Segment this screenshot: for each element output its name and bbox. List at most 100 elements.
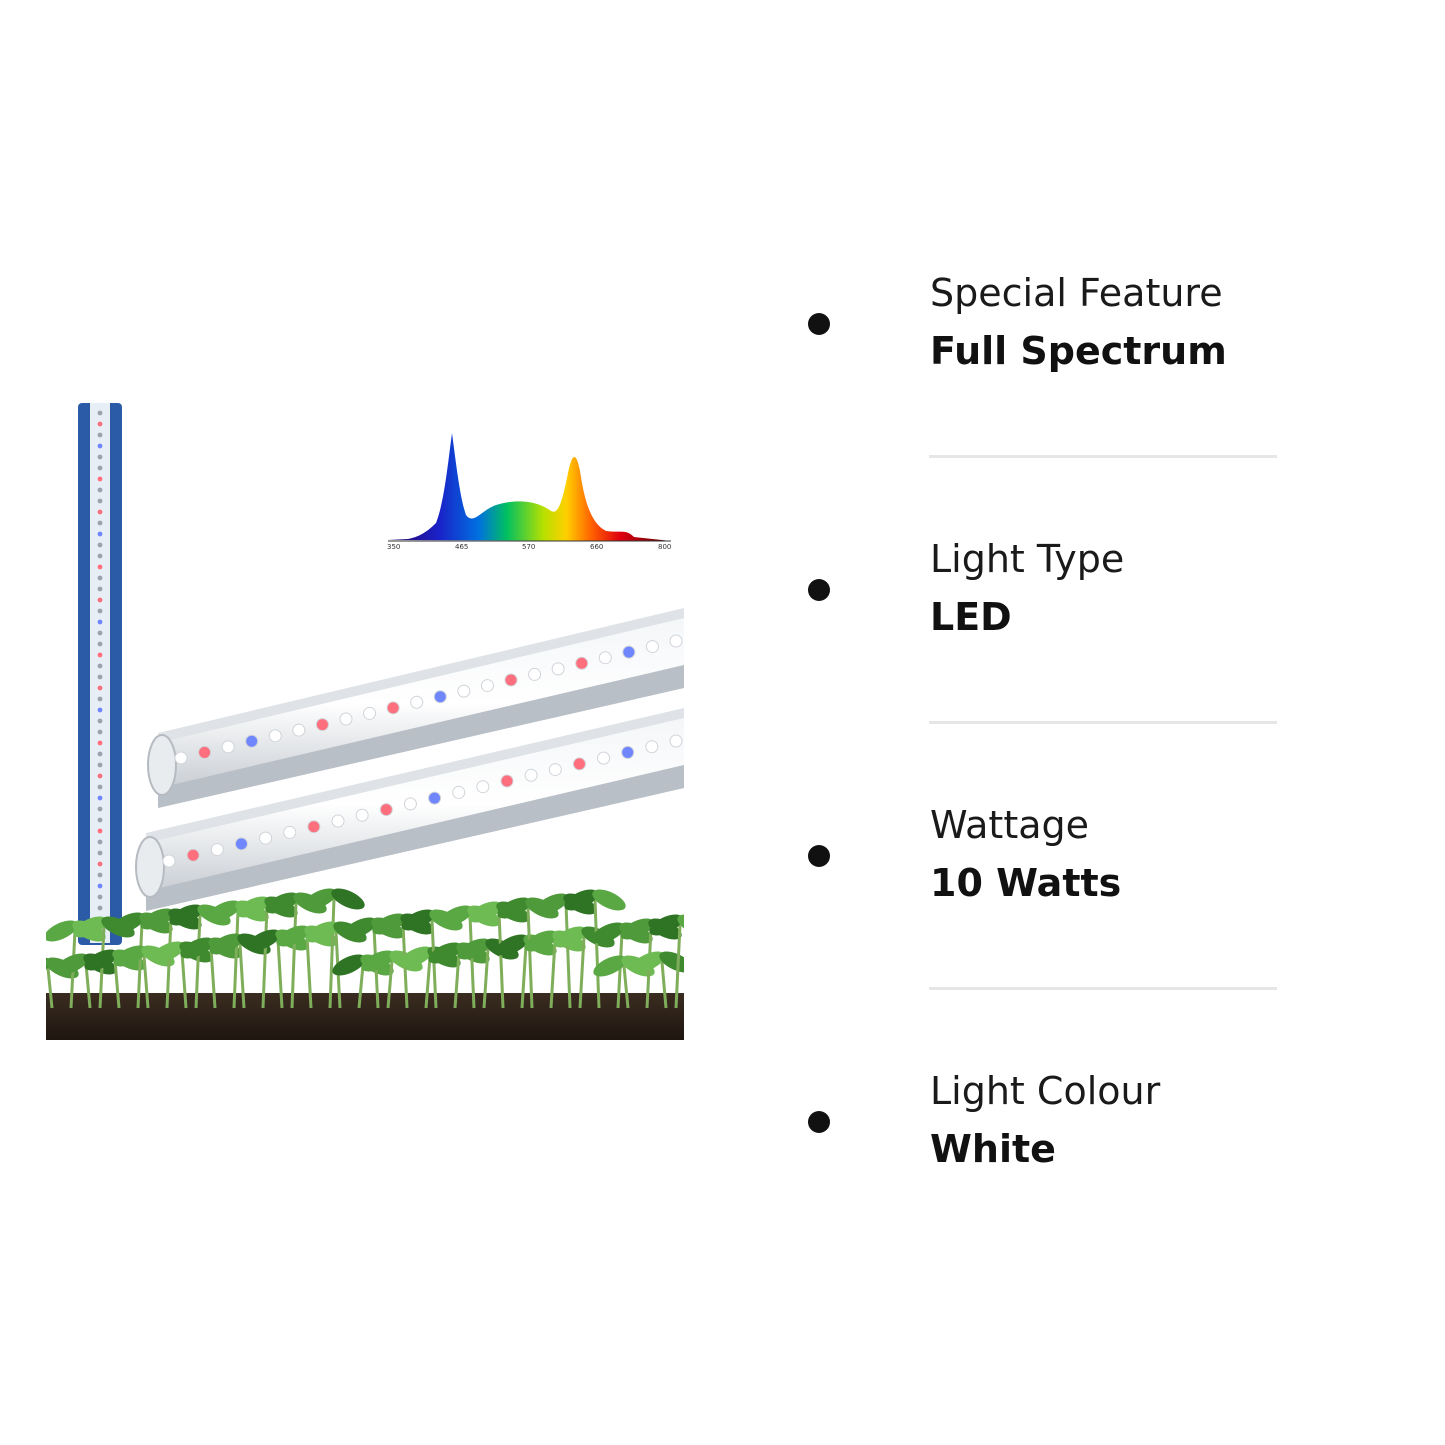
leaf	[180, 937, 214, 959]
bullet-icon	[808, 313, 830, 335]
divider	[929, 455, 1277, 458]
bullet-icon	[808, 1111, 830, 1133]
led-dot	[97, 465, 103, 471]
feature-value: White	[930, 1127, 1056, 1171]
stem	[328, 898, 336, 1009]
leaf	[111, 912, 145, 934]
led-dot	[97, 718, 103, 724]
led-dot	[645, 640, 659, 654]
feature-value: 10 Watts	[930, 861, 1122, 905]
led-dot	[97, 575, 103, 581]
divider	[929, 987, 1277, 990]
bullet-icon	[808, 845, 830, 867]
leaf	[151, 941, 185, 963]
led-dot	[339, 712, 353, 726]
feature-label: Special Feature	[930, 271, 1223, 315]
stem	[453, 952, 461, 1009]
leaf	[535, 893, 569, 915]
stem	[430, 919, 438, 1009]
led-dot	[621, 745, 635, 759]
led-dot	[245, 734, 259, 748]
stem	[674, 924, 682, 1009]
led-tube-upper	[147, 608, 684, 808]
leaf	[84, 949, 118, 971]
spectrum-tick: 660	[590, 543, 603, 551]
led-dot	[97, 641, 103, 647]
led-dot	[210, 843, 224, 857]
led-dot	[97, 432, 103, 438]
leaf	[591, 922, 625, 944]
leaf	[140, 908, 174, 930]
stem	[520, 944, 528, 1009]
feature-item-light-type: Light Type LED	[800, 526, 1300, 646]
led-dot	[97, 487, 103, 493]
spectrum-tick: 570	[522, 543, 535, 551]
leaf	[649, 914, 683, 936]
led-dot	[97, 850, 103, 856]
stem	[593, 899, 601, 1009]
led-dot	[97, 619, 103, 625]
led-dot	[97, 652, 103, 658]
spectrum-tick: 800	[658, 543, 671, 551]
led-dot	[97, 762, 103, 768]
led-dot	[575, 656, 589, 670]
leaf	[372, 913, 406, 935]
feature-label: Light Type	[930, 537, 1125, 581]
feature-item-light-colour: Light Colour White	[800, 1058, 1300, 1178]
leaf	[439, 905, 473, 927]
led-dot	[363, 706, 377, 720]
leaf	[46, 920, 78, 942]
leaf	[495, 934, 529, 956]
led-dot	[97, 454, 103, 460]
led-dot	[221, 740, 235, 754]
led-dot	[97, 817, 103, 823]
led-dot	[97, 663, 103, 669]
divider	[929, 721, 1277, 724]
led-dot	[504, 673, 518, 687]
led-dot	[97, 498, 103, 504]
led-dot	[97, 608, 103, 614]
led-dot	[259, 831, 273, 845]
led-dot	[97, 905, 103, 911]
stem	[497, 911, 505, 1009]
led-dot	[645, 740, 659, 754]
led-dot	[97, 729, 103, 735]
led-dot	[97, 476, 103, 482]
stem	[276, 939, 284, 1009]
feature-label: Light Colour	[930, 1069, 1161, 1113]
leaf	[247, 929, 281, 951]
leaf	[457, 938, 491, 960]
leaf	[303, 888, 337, 910]
led-dot	[97, 685, 103, 691]
feature-item-wattage: Wattage 10 Watts	[800, 792, 1300, 912]
leaf	[361, 950, 395, 972]
led-dot	[97, 773, 103, 779]
stem	[616, 932, 624, 1009]
spectrum-tick: 350	[387, 543, 400, 551]
led-dot	[97, 806, 103, 812]
leaf	[497, 897, 531, 919]
led-dot	[97, 707, 103, 713]
led-tube-lower	[135, 708, 684, 911]
leaf	[276, 925, 310, 947]
leaf	[592, 889, 626, 911]
leaf	[659, 951, 684, 973]
led-dot	[500, 774, 514, 788]
led-dot	[379, 803, 393, 817]
led-dot	[548, 763, 562, 777]
led-dot	[97, 696, 103, 702]
stem	[564, 903, 572, 1009]
stem	[142, 955, 150, 1009]
led-dot	[598, 651, 612, 665]
led-dot	[97, 509, 103, 515]
stem	[549, 940, 557, 1009]
led-dot	[551, 662, 565, 676]
led-dot	[480, 679, 494, 693]
led-dot	[97, 795, 103, 801]
led-dot	[162, 854, 176, 868]
led-dot	[97, 784, 103, 790]
led-dot	[97, 674, 103, 680]
leaf	[236, 896, 270, 918]
stem	[468, 915, 476, 1009]
stem	[622, 965, 630, 1009]
